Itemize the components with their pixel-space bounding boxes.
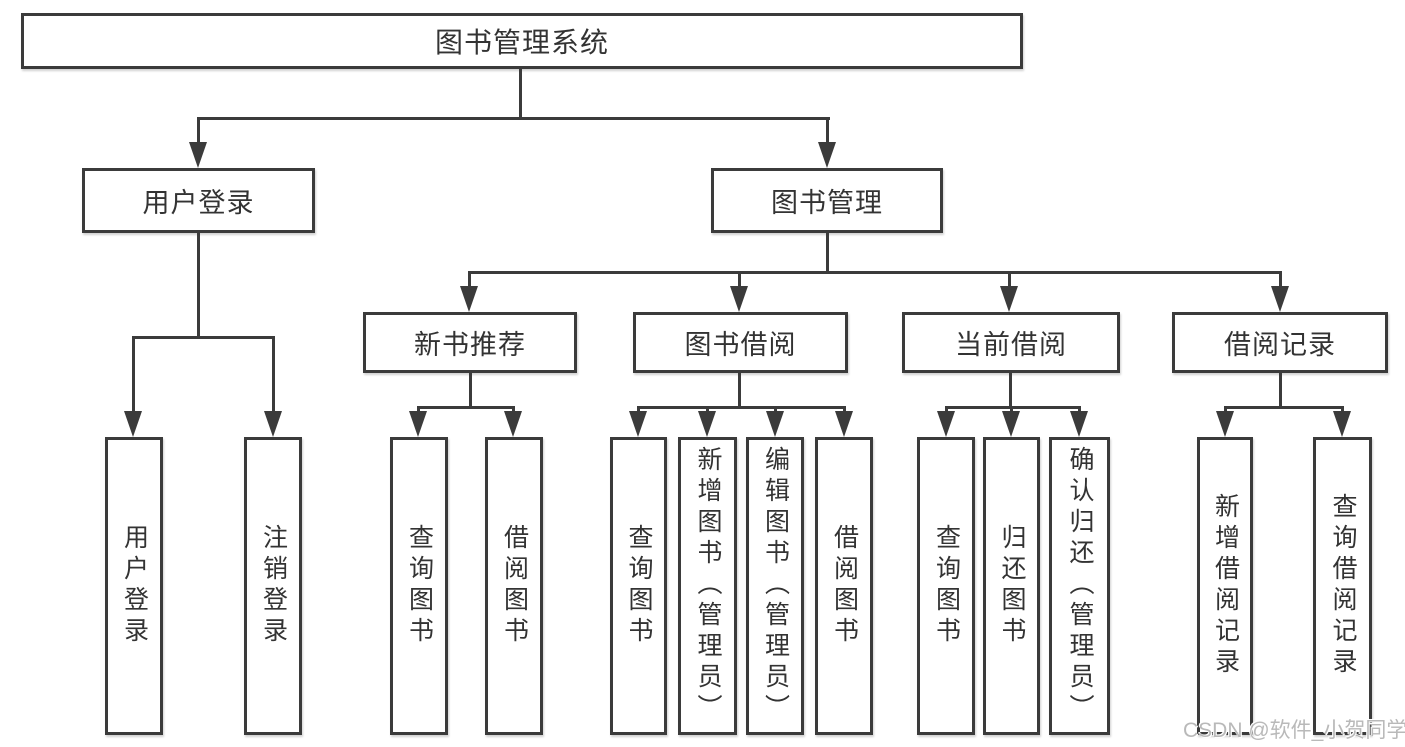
arrowhead-icon [409, 411, 427, 437]
arrowhead-icon [698, 411, 716, 437]
connector-line [469, 373, 472, 409]
leaf-user-login-label: 用户登录 [120, 524, 149, 648]
arrowhead-icon [818, 142, 836, 168]
connector-line [197, 117, 200, 147]
connector-line [1009, 373, 1012, 409]
connector-line [197, 233, 200, 339]
node-root-label: 图书管理系统 [434, 27, 609, 58]
node-user-login-label: 用户登录 [142, 188, 255, 218]
arrowhead-icon [1002, 411, 1020, 437]
leaf-borrow-book-1-label: 借阅图书 [500, 524, 529, 648]
node-user-login: 用户登录 [82, 168, 315, 233]
arrowhead-icon [766, 411, 784, 437]
connector-line [1224, 406, 1343, 409]
leaf-query-borrow-record: 查询借阅记录 [1313, 437, 1372, 735]
node-new-book-recommend: 新书推荐 [363, 312, 577, 373]
connector-line [272, 336, 275, 416]
connector-line [1008, 271, 1011, 293]
leaf-query-book-2-label: 查询图书 [625, 524, 653, 648]
leaf-query-book-1-label: 查询图书 [405, 524, 434, 648]
connector-line [468, 271, 471, 293]
leaf-query-book-3: 查询图书 [917, 437, 975, 735]
leaf-confirm-return-admin: 确认归还（管理员） [1049, 437, 1110, 735]
arrowhead-icon [835, 411, 853, 437]
leaf-add-borrow-record-label: 新增借阅记录 [1211, 493, 1240, 679]
arrowhead-icon [1333, 411, 1351, 437]
connector-line [197, 117, 830, 120]
leaf-add-book-admin: 新增图书（管理员） [678, 437, 737, 735]
connector-line [519, 69, 522, 120]
connector-line [417, 406, 515, 409]
node-current-borrow-label: 当前借阅 [955, 330, 1067, 360]
connector-line [1279, 271, 1282, 293]
leaf-return-book-label: 归还图书 [998, 524, 1026, 648]
arrowhead-icon [189, 142, 207, 168]
node-borrow-record: 借阅记录 [1172, 312, 1388, 373]
arrowhead-icon [1070, 411, 1088, 437]
arrowhead-icon [937, 411, 955, 437]
arrowhead-icon [730, 286, 748, 312]
leaf-borrow-book-1: 借阅图书 [485, 437, 543, 735]
leaf-edit-book-admin-label: 编辑图书（管理员） [761, 446, 790, 725]
arrowhead-icon [264, 411, 282, 437]
connector-line [468, 271, 1282, 274]
connector-line [637, 406, 846, 409]
arrowhead-icon [1000, 286, 1018, 312]
arrowhead-icon [629, 411, 647, 437]
node-book-borrow: 图书借阅 [633, 312, 848, 373]
leaf-add-borrow-record: 新增借阅记录 [1197, 437, 1253, 735]
leaf-add-book-admin-label: 新增图书（管理员） [694, 446, 722, 725]
node-book-borrow-label: 图书借阅 [684, 330, 797, 360]
connector-line [738, 373, 741, 409]
connector-line [1279, 373, 1282, 409]
arrowhead-icon [1216, 411, 1234, 437]
node-new-book-recommend-label: 新书推荐 [414, 330, 526, 360]
watermark-text: CSDN @软件_小贺同学 [1183, 719, 1405, 742]
leaf-logout-label: 注销登录 [259, 524, 288, 648]
leaf-logout: 注销登录 [244, 437, 302, 735]
arrowhead-icon [124, 411, 142, 437]
leaf-borrow-book-2-label: 借阅图书 [830, 524, 859, 648]
node-book-management: 图书管理 [711, 168, 943, 233]
connector-line [738, 271, 741, 293]
leaf-query-book-2: 查询图书 [610, 437, 667, 735]
leaf-query-book-1: 查询图书 [390, 437, 448, 735]
arrowhead-icon [460, 286, 478, 312]
leaf-query-borrow-record-label: 查询借阅记录 [1329, 493, 1357, 679]
leaf-return-book: 归还图书 [983, 437, 1040, 735]
leaf-user-login: 用户登录 [105, 437, 163, 735]
node-root: 图书管理系统 [21, 13, 1023, 69]
connector-line [826, 233, 829, 274]
leaf-borrow-book-2: 借阅图书 [815, 437, 873, 735]
connector-line [826, 117, 829, 147]
node-current-borrow: 当前借阅 [902, 312, 1120, 373]
connector-line [132, 336, 275, 339]
leaf-confirm-return-admin-label: 确认归还（管理员） [1066, 446, 1094, 725]
node-book-management-label: 图书管理 [771, 188, 883, 218]
leaf-query-book-3-label: 查询图书 [932, 524, 961, 648]
arrowhead-icon [504, 411, 522, 437]
node-borrow-record-label: 借阅记录 [1224, 330, 1336, 360]
connector-line [132, 336, 135, 416]
leaf-edit-book-admin: 编辑图书（管理员） [746, 437, 804, 735]
arrowhead-icon [1271, 286, 1289, 312]
